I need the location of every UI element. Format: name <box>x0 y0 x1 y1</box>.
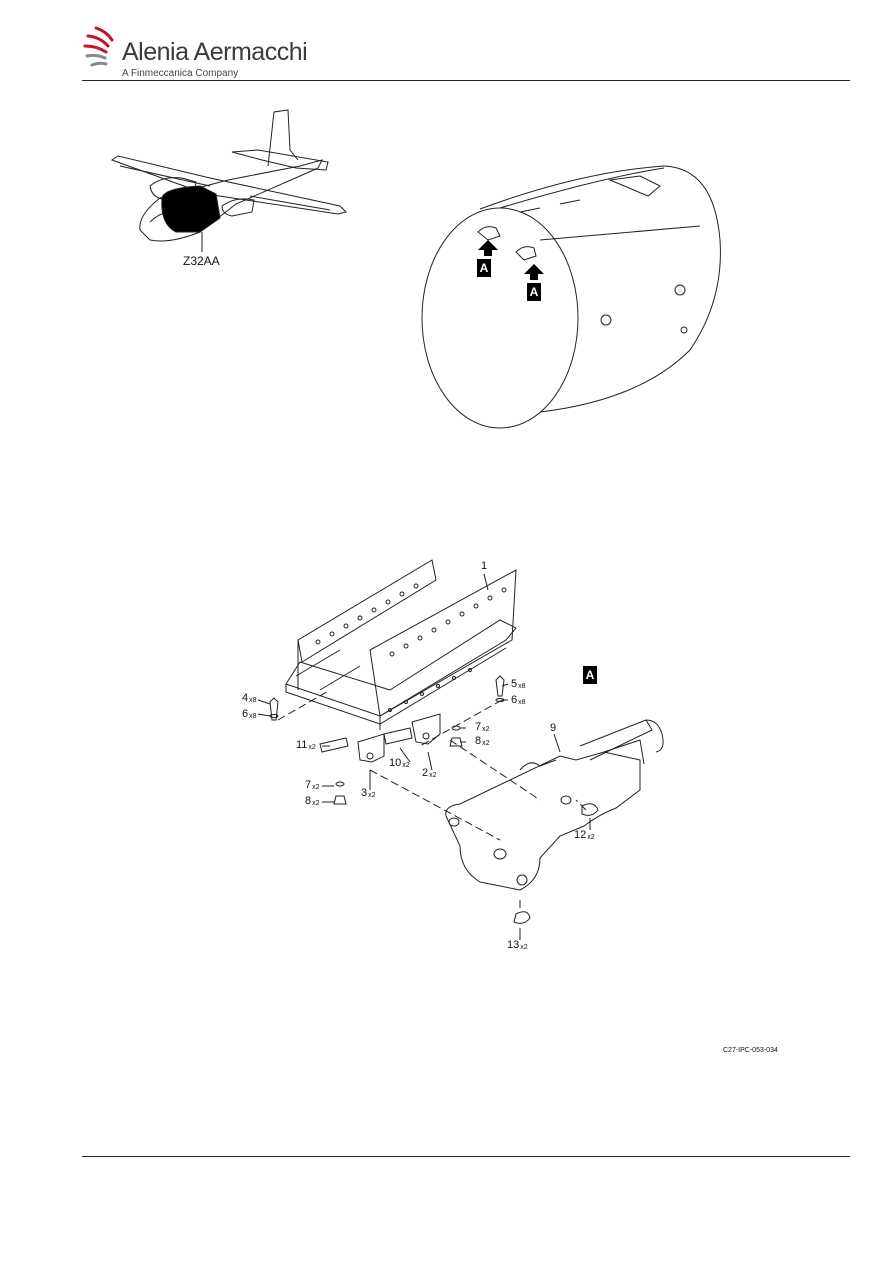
fitting-brackets <box>357 713 441 763</box>
leader-lines <box>257 573 591 940</box>
logo-mark-icon <box>83 26 114 67</box>
beam-assembly <box>285 559 517 730</box>
hardware <box>269 675 599 924</box>
callout-1: 1 <box>481 560 488 572</box>
callout-4: 4x8 <box>242 692 257 705</box>
alignment-lines <box>277 689 587 910</box>
logo-subtitle: A Finmeccanica Company <box>122 68 239 79</box>
callout-11: 11x2 <box>296 739 316 752</box>
header-rule <box>82 80 850 81</box>
company-logo <box>82 22 122 72</box>
callout-5: 5x8 <box>511 678 526 691</box>
fuselage-section <box>421 165 721 429</box>
view-arrows <box>478 240 544 280</box>
aircraft-locator <box>110 109 347 252</box>
actuator-assembly <box>445 719 664 891</box>
callout-6-right: 6x8 <box>511 694 526 707</box>
footer-rule <box>82 1156 850 1157</box>
callout-12: 12x2 <box>574 829 595 842</box>
view-flag-a-2: A <box>527 283 541 301</box>
callout-13: 13x2 <box>507 939 528 952</box>
callout-10: 10x2 <box>389 757 410 770</box>
callout-7-right: 7x2 <box>475 721 490 734</box>
callout-2: 2x2 <box>422 767 437 780</box>
callout-6-left: 6x8 <box>242 708 257 721</box>
callout-8-left: 8x2 <box>305 795 320 808</box>
callout-9: 9 <box>550 722 557 734</box>
zone-label: Z32AA <box>183 254 220 268</box>
callout-8-right: 8x2 <box>475 735 490 748</box>
fastener-holes <box>315 583 507 712</box>
callout-3: 3x2 <box>361 787 376 800</box>
view-flag-a-1: A <box>477 259 491 277</box>
figure-code: C27-IPC-053-034 <box>723 1047 778 1054</box>
logo-name: Alenia Aermacchi <box>122 38 308 66</box>
callout-7-left: 7x2 <box>305 779 320 792</box>
detail-view-label: A <box>583 666 597 684</box>
